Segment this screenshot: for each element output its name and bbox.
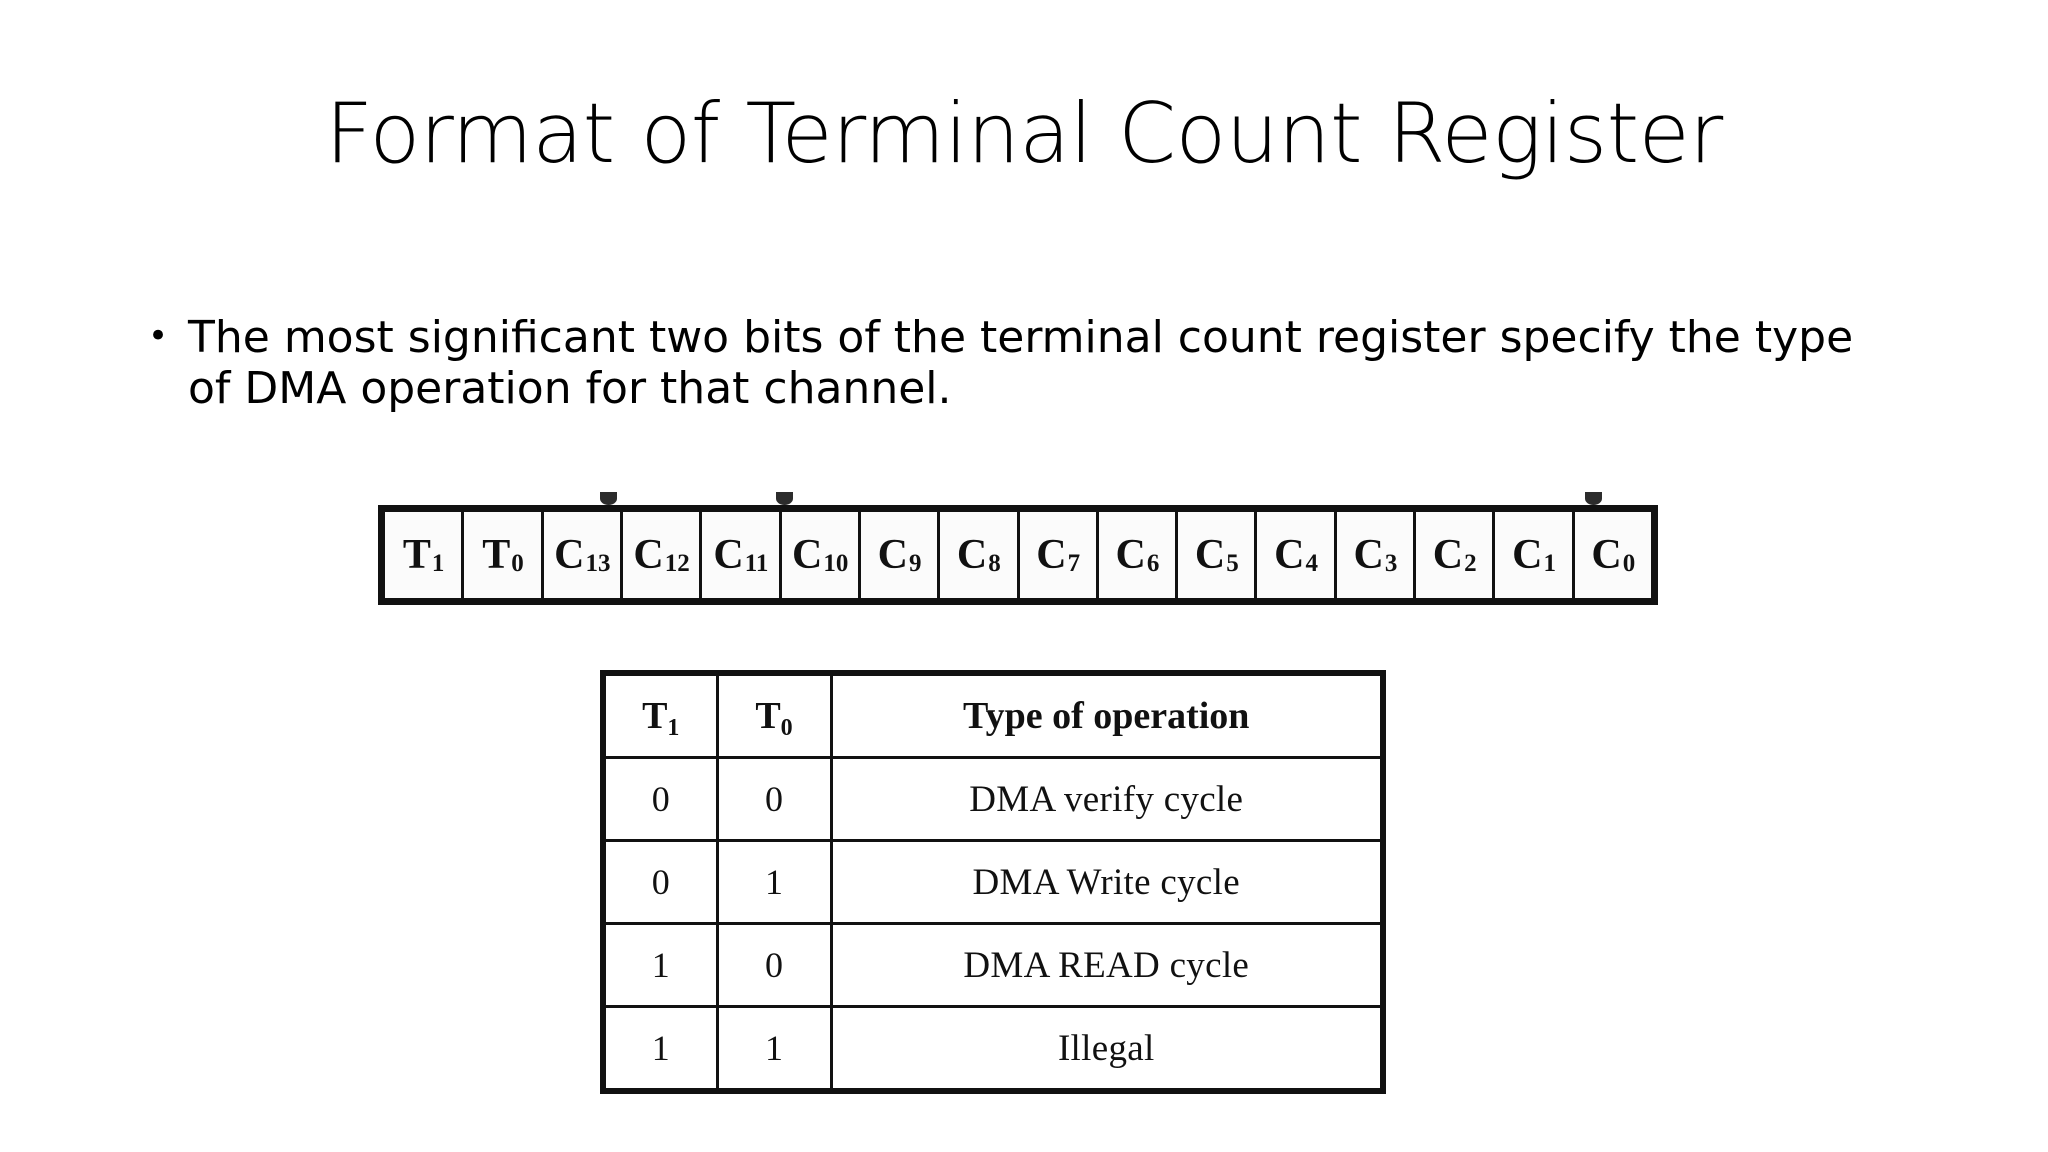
register-cell-sub: 1 [431, 550, 445, 577]
register-cell-sub: 6 [1146, 550, 1160, 577]
register-cell-base: C [1512, 532, 1543, 578]
register-cell-sub: 0 [511, 550, 524, 577]
register-cell-sub: 7 [1067, 550, 1081, 577]
column-header-sub: 0 [780, 715, 793, 741]
cell-operation: Illegal [829, 1005, 1385, 1093]
column-header-t0: T0 [715, 671, 833, 759]
register-cell-sub: 2 [1464, 550, 1477, 577]
register-cell-sub: 9 [908, 550, 922, 577]
register-cell-base: T [482, 532, 511, 578]
table-row: 1 1 Illegal [601, 1005, 1385, 1093]
cell-t1: 0 [601, 756, 719, 842]
register-cell-base: C [792, 532, 823, 578]
cell-operation: DMA Write cycle [829, 839, 1385, 925]
column-header-sub: 1 [667, 715, 680, 741]
operation-table-wrapper: T1 T0 Type of operation 0 0 DMA verify c… [600, 670, 1386, 1094]
register-cell-sub: 8 [988, 550, 1001, 577]
register-cell-base: C [1115, 532, 1146, 578]
bullet-point-icon: • [148, 316, 169, 356]
cell-operation: DMA verify cycle [829, 756, 1385, 842]
scan-artifact-mark [600, 492, 617, 505]
page-title: Format of Terminal Count Register [325, 85, 1723, 182]
scan-artifact-mark [776, 492, 793, 505]
register-cell-base: C [1353, 532, 1384, 578]
register-cell-base: C [956, 532, 988, 578]
table-header: T1 T0 Type of operation [601, 671, 1385, 759]
table-row: 0 0 DMA verify cycle [601, 756, 1385, 842]
cell-t1: 1 [601, 1005, 719, 1093]
table-body: 0 0 DMA verify cycle 0 1 DMA Write cycle… [601, 756, 1385, 1093]
list-item: • The most significant two bits of the t… [148, 312, 1908, 414]
register-cell-base: C [554, 532, 585, 578]
register-cell-base: C [1432, 532, 1464, 578]
cell-operation: DMA READ cycle [829, 922, 1385, 1008]
register-cell-base: C [633, 532, 664, 578]
register-cell-base: C [1194, 532, 1226, 578]
scan-artifact-mark [1585, 492, 1602, 505]
register-cell-sub: 10 [823, 550, 849, 577]
register-cell-base: C [713, 532, 744, 578]
bullet-list: • The most significant two bits of the t… [148, 312, 1908, 414]
register-cell-base: C [877, 532, 908, 578]
register-cell-sub: 11 [744, 550, 769, 577]
operation-table: T1 T0 Type of operation 0 0 DMA verify c… [600, 670, 1386, 1094]
cell-t0: 1 [715, 1005, 833, 1093]
cell-t0: 0 [715, 922, 833, 1008]
register-cell-sub: 12 [664, 550, 690, 577]
cell-t0: 1 [715, 839, 833, 925]
register-cell-sub: 4 [1305, 550, 1319, 577]
register-cell-base: C [1274, 532, 1305, 578]
cell-t1: 0 [601, 839, 719, 925]
table-header-row: T1 T0 Type of operation [601, 671, 1385, 759]
register-cell-sub: 5 [1226, 550, 1239, 577]
scan-artifact-marks [378, 460, 1658, 505]
register-cell-base: C [1036, 532, 1067, 578]
column-header-base: T [755, 695, 781, 737]
table-row: 1 0 DMA READ cycle [601, 922, 1385, 1008]
register-cell-sub: 0 [1622, 550, 1636, 577]
cell-t1: 1 [601, 922, 719, 1008]
register-cell-sub: 1 [1543, 550, 1556, 577]
column-header-type-of-operation: Type of operation [829, 671, 1385, 759]
column-header-t1: T1 [601, 671, 719, 759]
register-cell-sub: 3 [1384, 550, 1398, 577]
table-row: 0 1 DMA Write cycle [601, 839, 1385, 925]
register-cell-sub: 13 [585, 550, 611, 577]
bullet-text: The most significant two bits of the ter… [188, 312, 1854, 415]
register-cell-base: T [402, 532, 431, 578]
column-header-base: T [642, 695, 668, 737]
register-cell-base: C [1591, 532, 1622, 578]
cell-t0: 0 [715, 756, 833, 842]
